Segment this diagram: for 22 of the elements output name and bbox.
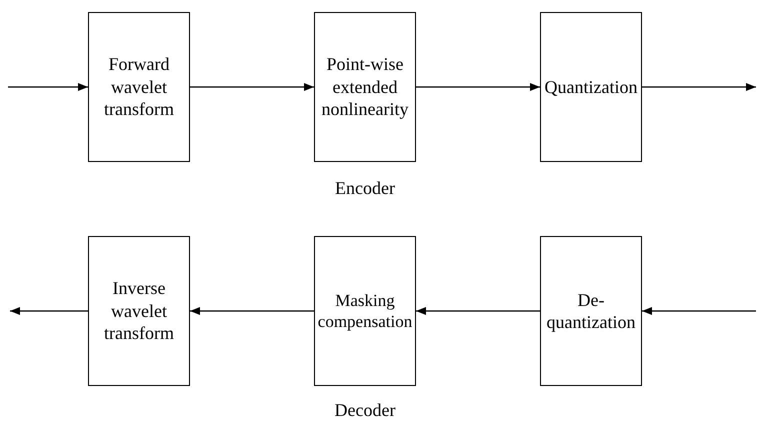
arrow: [416, 307, 540, 315]
box-label: Inverse wavelet transform: [103, 277, 175, 345]
arrow: [10, 307, 88, 315]
box-label: Forward wavelet transform: [103, 53, 175, 121]
arrow: [642, 83, 756, 91]
arrow: [190, 307, 314, 315]
arrow: [190, 83, 314, 91]
process-box: [88, 12, 190, 162]
arrow: [8, 83, 88, 91]
section-label: Encoder: [335, 178, 395, 199]
box-label: Point-wise extended nonlinearity: [320, 53, 410, 121]
arrow: [416, 83, 540, 91]
process-box: [540, 12, 642, 162]
box-label: De- quantization: [546, 288, 636, 334]
process-box: [540, 236, 642, 386]
box-label: Masking compensation: [316, 290, 414, 332]
process-box: [314, 236, 416, 386]
process-box: [314, 12, 416, 162]
process-box: [88, 236, 190, 386]
arrow: [642, 307, 756, 315]
box-label: Quantization: [544, 76, 638, 98]
section-label: Decoder: [334, 400, 396, 421]
